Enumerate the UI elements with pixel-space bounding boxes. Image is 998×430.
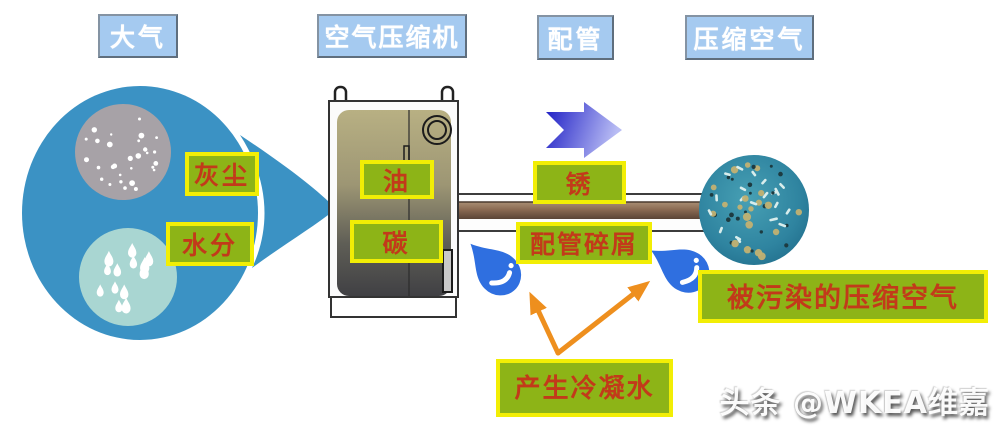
stage-label-atmosphere: 大气	[98, 14, 178, 58]
dust-specks	[84, 117, 159, 191]
water-drop-icon	[651, 249, 710, 293]
stage-label-piping: 配管	[537, 15, 614, 60]
water-drop-icon	[470, 243, 522, 296]
stage-label-compressed-air: 压缩空气	[685, 15, 814, 60]
tag-contaminated-air: 被污染的压缩空气	[698, 270, 988, 323]
condensate-drops	[470, 243, 710, 296]
pointer-arrow-icon	[555, 280, 651, 356]
watermark: 头条 @WKEA维嘉	[719, 386, 990, 421]
tag-oil: 油	[360, 160, 434, 199]
contamination-speckles	[707, 162, 802, 261]
tag-condensate: 产生冷凝水	[496, 359, 673, 417]
moisture-droplets	[96, 243, 154, 314]
bubble-tail	[240, 135, 336, 268]
fan-port-icon	[422, 115, 452, 145]
atmosphere-bubble	[22, 86, 336, 340]
pointer-arrow-icon	[529, 291, 561, 356]
moisture-circle	[79, 228, 177, 326]
contaminated-air-ball	[699, 155, 809, 265]
air-compressor-illustration	[328, 85, 459, 318]
tag-rust: 锈	[533, 161, 626, 204]
compressor-base	[330, 296, 457, 318]
flow-arrow-icon	[546, 102, 622, 158]
tag-carbon: 碳	[350, 220, 443, 263]
stage-label-compressor: 空气压缩机	[317, 14, 467, 58]
door-handle	[442, 249, 453, 293]
tag-moisture: 水分	[166, 222, 254, 266]
dust-circle	[75, 104, 171, 200]
tag-dust: 灰尘	[185, 152, 259, 196]
tag-pipe-debris: 配管碎屑	[516, 222, 652, 264]
pointer-arrows	[529, 280, 651, 356]
